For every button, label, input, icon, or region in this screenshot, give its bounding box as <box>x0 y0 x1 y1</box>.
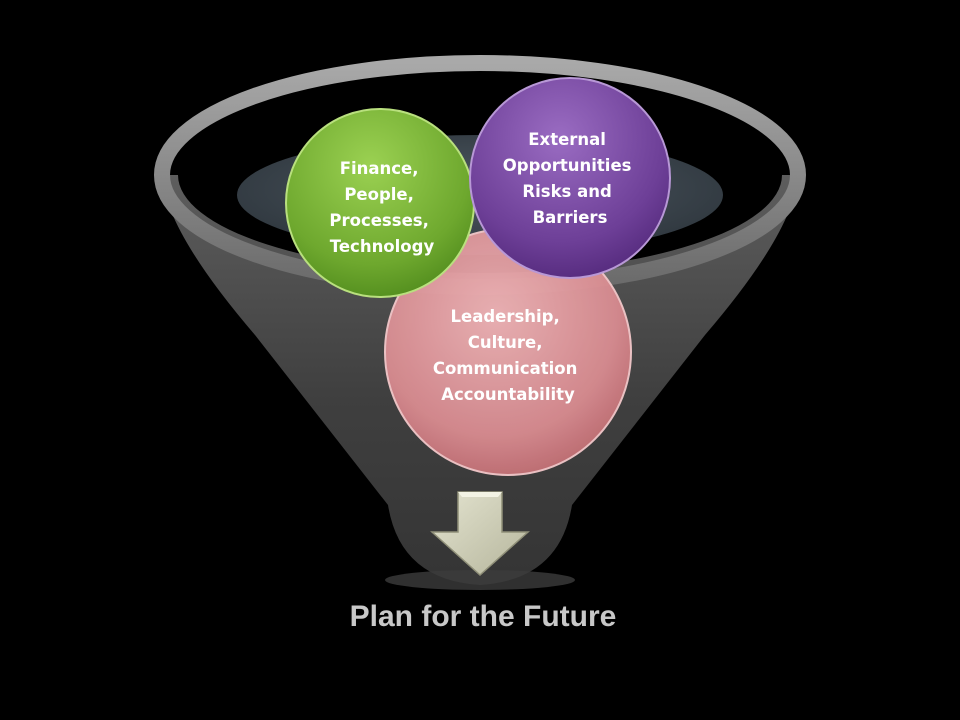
svg-text:External Opportunities: External Opportunities Risks and Barrier… <box>503 130 637 227</box>
finance-line-3: Processes, <box>329 211 428 230</box>
plan-for-the-future-label: Plan for the Future <box>350 600 617 633</box>
leadership-line-2: Culture, <box>468 333 543 352</box>
finance-line-4: Technology <box>330 237 435 256</box>
svg-text:Finance, People, P: Finance, People, Processes, Technology <box>329 159 434 256</box>
down-arrow-icon <box>430 491 530 577</box>
external-line-1: External <box>528 130 606 149</box>
finance-line-2: People, <box>344 185 414 204</box>
leadership-line-3: Communication <box>433 359 578 378</box>
finance-circle: Finance, People, Processes, Technology <box>285 108 475 298</box>
leadership-circle: Leadership, Culture, Communication Accou… <box>384 228 632 476</box>
external-line-2: Opportunities <box>503 156 632 175</box>
external-circle: External Opportunities Risks and Barrier… <box>469 77 671 279</box>
funnel-spout <box>385 570 575 590</box>
external-line-3: Risks and <box>522 182 611 201</box>
leadership-line-4: Accountability <box>441 385 575 404</box>
leadership-line-1: Leadership, <box>450 307 559 326</box>
svg-text:Leadership, Culture,: Leadership, Culture, Communication Accou… <box>433 307 583 404</box>
external-line-4: Barriers <box>533 208 608 227</box>
finance-line-1: Finance, <box>340 159 419 178</box>
